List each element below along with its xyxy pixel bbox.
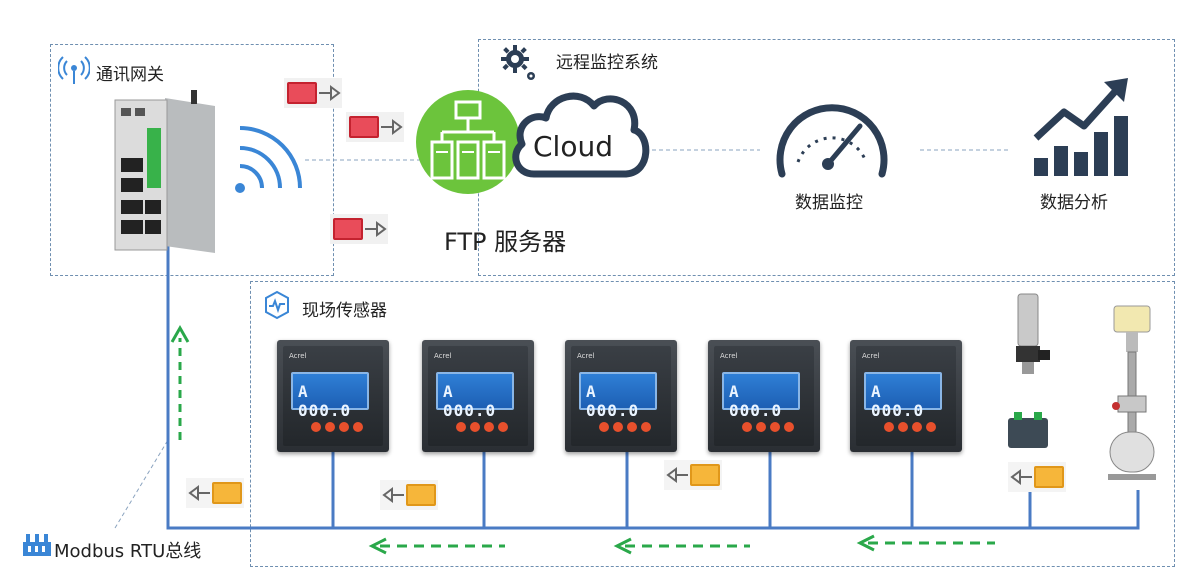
meter-button (484, 422, 494, 432)
envelope-icon (349, 116, 379, 138)
gateway-device (114, 90, 215, 253)
meter-button (613, 422, 623, 432)
meter-button (599, 422, 609, 432)
envelope-icon (406, 484, 436, 506)
gateway-title: 通讯网关 (96, 65, 164, 85)
arrow-right-icon (319, 85, 341, 101)
meter-button (756, 422, 766, 432)
analysis-label: 数据分析 (1040, 193, 1108, 213)
field-message (664, 460, 722, 490)
upload-message (346, 112, 404, 142)
meter-button (456, 422, 466, 432)
meter-button (770, 422, 780, 432)
pressure-transmitter (1008, 293, 1050, 448)
meter-button (627, 422, 637, 432)
bus-label: Modbus RTU总线 (54, 541, 202, 562)
envelope-icon (287, 82, 317, 104)
bus-icon (23, 534, 51, 556)
meter-button (339, 422, 349, 432)
meter-button (311, 422, 321, 432)
meter-brand: Acrel (289, 352, 307, 360)
arrow-left-icon (382, 487, 404, 503)
meter-button (898, 422, 908, 432)
meter-button (884, 422, 894, 432)
gauge-icon (776, 104, 888, 178)
server-icon (416, 90, 520, 194)
upload-message (330, 214, 388, 244)
meter-button (742, 422, 752, 432)
power-meter: Acrel A 000.0 (422, 340, 534, 452)
power-meter: Acrel A 000.0 (850, 340, 962, 452)
envelope-icon (212, 482, 242, 504)
meter-display: A 000.0 (864, 372, 942, 420)
meter-reading: A 000.0 (729, 382, 783, 420)
meter-button (325, 422, 335, 432)
meter-button (926, 422, 936, 432)
meter-button (912, 422, 922, 432)
arrow-left-icon (188, 485, 210, 501)
chart-up-icon (1033, 78, 1128, 176)
meter-brand: Acrel (720, 352, 738, 360)
meter-button (641, 422, 651, 432)
field-message (186, 478, 244, 508)
meter-brand: Acrel (862, 352, 880, 360)
field-message (380, 480, 438, 510)
field-message (1008, 462, 1066, 492)
flow-meter (1108, 305, 1156, 480)
meter-reading: A 000.0 (586, 382, 640, 420)
meter-brand: Acrel (577, 352, 595, 360)
arrow-left-icon (1010, 469, 1032, 485)
cloud-label: Cloud (533, 130, 613, 163)
meter-reading: A 000.0 (871, 382, 925, 420)
arrow-right-icon (381, 119, 403, 135)
wifi-signal-icon (235, 126, 302, 193)
remote-title: 远程监控系统 (556, 53, 658, 73)
field-sensor-region (250, 281, 1175, 567)
meter-display: A 000.0 (291, 372, 369, 420)
meter-button (784, 422, 794, 432)
arrow-right-icon (365, 221, 387, 237)
power-meter: Acrel A 000.0 (708, 340, 820, 452)
upload-message (284, 78, 342, 108)
envelope-icon (333, 218, 363, 240)
envelope-icon (1034, 466, 1064, 488)
meter-button (353, 422, 363, 432)
sensor-icon (265, 290, 289, 320)
power-meter: Acrel A 000.0 (565, 340, 677, 452)
ftp-label: FTP 服务器 (444, 228, 567, 256)
envelope-icon (690, 464, 720, 486)
meter-display: A 000.0 (436, 372, 514, 420)
meter-button (470, 422, 480, 432)
gear-icon (501, 45, 535, 80)
monitor-label: 数据监控 (795, 193, 863, 213)
power-meter: Acrel A 000.0 (277, 340, 389, 452)
meter-reading: A 000.0 (443, 382, 497, 420)
meter-display: A 000.0 (579, 372, 657, 420)
field-title: 现场传感器 (302, 301, 387, 321)
meter-brand: Acrel (434, 352, 452, 360)
wifi-icon (58, 56, 90, 84)
meter-button (498, 422, 508, 432)
cloud-icon (512, 92, 650, 178)
arrow-left-icon (666, 467, 688, 483)
meter-reading: A 000.0 (298, 382, 352, 420)
meter-display: A 000.0 (722, 372, 800, 420)
